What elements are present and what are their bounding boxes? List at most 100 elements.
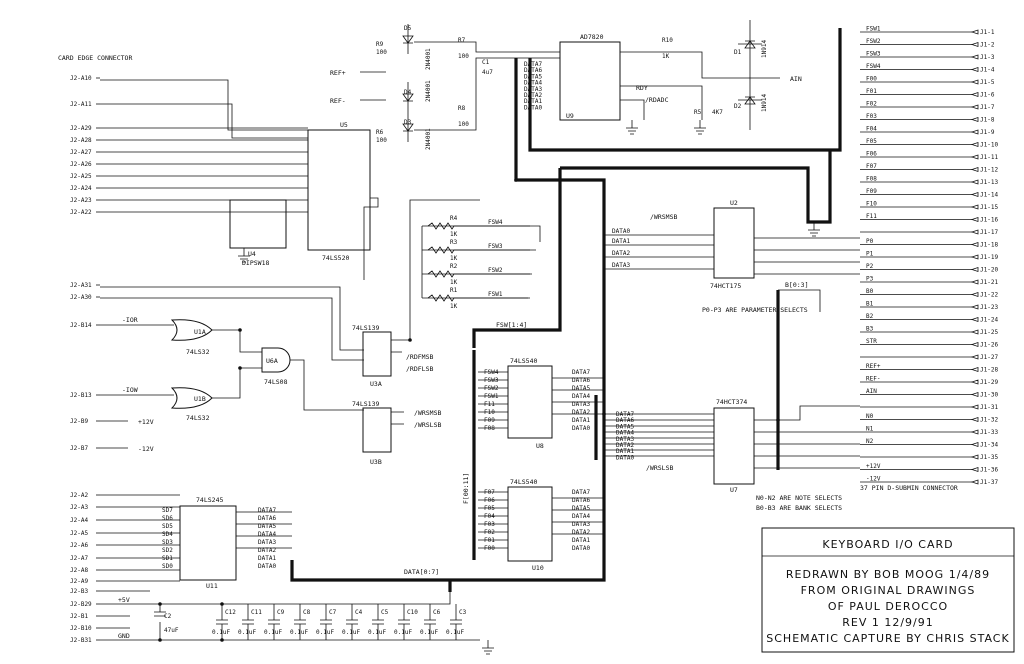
rectifier-diode [402,82,414,112]
bypass-capacitor [320,604,332,640]
d2-type: 1N914 [761,94,768,112]
wire-junction [220,602,224,606]
u2-data-label: DATA3 [612,262,630,269]
title-block-line1: REDRAWN BY BOB MOOG 1/4/89 [786,568,990,581]
j1-signal-label: F09 [866,188,877,195]
wire-junction [408,338,412,342]
u11-sd-label: SD2 [162,547,173,554]
edge-pin-label: J2-A28 [70,137,92,144]
buffer-out-wiring [552,377,604,535]
j1-pin-label: J1-15 [980,204,998,211]
rectifier-diode [402,24,414,54]
title-block-frame [761,527,1015,653]
title-block-title: KEYBOARD I/O CARD [822,538,953,551]
title-block-line3: OF PAUL DEROCCO [828,600,948,613]
u8-input-label: FSW4 [484,369,499,376]
bypass-capacitor [398,604,410,640]
u1a-gate [170,319,213,341]
u5-ref: U5 [340,121,348,129]
wrsmsb-label: /WRSMSB [414,409,441,417]
j1-signal-label: N1 [866,426,874,433]
capacitor-ref: C10 [407,609,418,616]
fsw-signal-label: FSW2 [488,267,503,274]
u10-data-label: DATA5 [572,505,590,512]
power-lines [100,420,480,641]
edge-pin-label: J2-A7 [70,555,88,562]
bypass-capacitor [294,604,306,640]
u2-data-label: DATA0 [612,228,630,235]
d2-ref: D2 [734,103,742,110]
fsw-resistor-ref: R1 [450,287,458,294]
u9-data-label: DATA5 [524,73,542,80]
c1-value: 4u7 [482,69,493,76]
j1-pin-arrow [970,279,979,285]
u10-data-label: DATA2 [572,529,590,536]
address-lines [100,127,308,213]
f-bus-label: F[00:11] [462,473,470,504]
capacitor-value: 0.1uF [212,629,230,636]
fsw-resistor-wiring [421,225,541,299]
u10-input-label: F05 [484,505,495,512]
j1-pin-label: J1-25 [980,329,998,336]
u9-data-label: DATA4 [524,80,542,87]
j1-signal-label: F06 [866,151,877,158]
j1-pin-arrow [970,341,979,348]
u8-data-label: DATA7 [572,369,590,376]
u1a-type: 74LS32 [186,348,210,356]
u6a-ref: U6A [266,357,278,365]
u10-data-label: DATA4 [572,513,590,520]
j1-pin-label: J1-37 [980,479,998,486]
fsw-resistor-value: 1K [450,303,458,310]
bypass-capacitor [242,604,254,640]
d3-ref: D3 [404,119,412,126]
capacitor-value: 0.1uF [238,629,256,636]
u7-data-label: DATA3 [616,436,634,443]
edge-pin-label: J2-A25 [70,173,92,180]
j1-pin-arrow [970,216,979,223]
j1-pin-label: J1-23 [980,304,998,311]
edge-pin-label: J2-A5 [70,530,88,537]
u1b-ref: U1B [194,395,206,403]
signal-diode [744,96,756,105]
j1-signal-label: REF- [866,376,880,383]
j1-pin-arrow [970,391,979,398]
j1-pin-label: J1-8 [980,117,995,124]
f-bus-line [528,28,842,152]
d4-type: 2N4001 [425,80,432,102]
p5-label: +5V [118,596,130,604]
iow-label: -IOW [122,386,138,394]
capacitor-value: 0.1uF [446,629,464,636]
j1-signal-label: FSW4 [866,63,881,70]
j1-signal-label: F01 [866,88,877,95]
j1-pin-arrow [970,129,979,135]
wire-junction [602,412,606,416]
edge-connector-pins: J2-A10J2-A11J2-A29J2-A28J2-A27J2-A26J2-A… [70,75,100,644]
edge-pin-label: J2-A2 [70,492,88,499]
edge-pin-label: J2-A29 [70,125,92,132]
j1-pin-arrow [970,29,979,35]
j1-pin-label: J1-26 [980,342,998,349]
m12-label: -12V [138,445,154,453]
u8-data-label: DATA6 [572,377,590,384]
u8-type: 74LS540 [510,357,537,365]
u1b-gate [170,387,213,409]
u7-data-label: DATA2 [616,442,634,449]
u7-chip [713,407,755,485]
wire-junction [158,602,162,606]
u7-data-label: DATA1 [616,448,634,455]
u2-type: 74HCT175 [710,282,741,290]
schematic-structure [100,20,1015,653]
u10-chip [507,486,553,562]
j1-pin-arrow [970,241,979,248]
j1-signal-label: STR [866,338,877,345]
analog-wiring [360,41,780,131]
u11-data-label: DATA5 [258,523,276,530]
u3b-ref: U3B [370,458,382,466]
j1-pin-label: J1-24 [980,317,998,324]
rectifier-diode [402,112,414,142]
u8-data-label: DATA5 [572,385,590,392]
u10-input-label: F06 [484,497,495,504]
j1-pin-label: J1-35 [980,454,998,461]
capacitor-value: 0.1uF [316,629,334,636]
edge-pin-label: J2-A31 [70,282,92,289]
